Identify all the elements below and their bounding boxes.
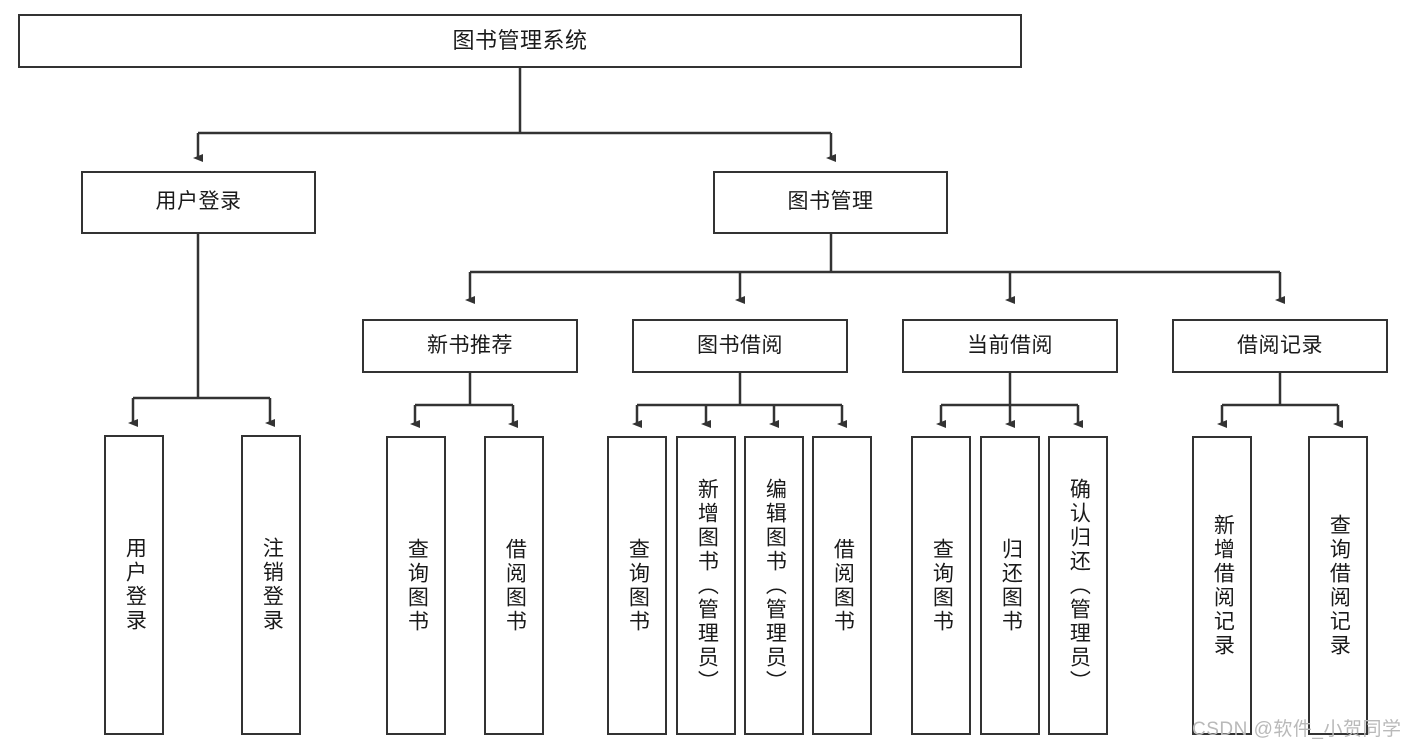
leaf-user-logout[interactable]: 注销登录 (241, 435, 301, 735)
node-current-borrow[interactable]: 当前借阅 (902, 319, 1118, 373)
node-label: 新书推荐 (427, 333, 513, 357)
leaf-add-book-admin[interactable]: 新增图书（管理员） (676, 436, 736, 735)
node-label: 查询图书 (626, 537, 650, 634)
node-label: 归还图书 (999, 537, 1023, 634)
leaf-confirm-return-admin[interactable]: 确认归还（管理员） (1048, 436, 1108, 735)
leaf-query-book-borrow[interactable]: 查询图书 (607, 436, 667, 735)
leaf-return-book[interactable]: 归还图书 (980, 436, 1040, 735)
node-label: 图书借阅 (697, 333, 783, 357)
leaf-query-book-current[interactable]: 查询图书 (911, 436, 971, 735)
node-label: 查询借阅记录 (1327, 513, 1351, 658)
node-label: 确认归还（管理员） (1067, 477, 1091, 694)
leaf-user-login[interactable]: 用户登录 (104, 435, 164, 735)
node-label: 借阅记录 (1237, 333, 1323, 357)
leaf-borrow-book-recommend[interactable]: 借阅图书 (484, 436, 544, 735)
node-book-borrow[interactable]: 图书借阅 (632, 319, 848, 373)
leaf-borrow-book[interactable]: 借阅图书 (812, 436, 872, 735)
node-book-management[interactable]: 图书管理 (713, 171, 948, 234)
node-label: 查询图书 (930, 537, 954, 634)
node-label: 图书管理 (787, 190, 874, 214)
node-label: 用户登录 (155, 190, 242, 214)
node-label: 用户登录 (123, 537, 147, 633)
node-borrow-records[interactable]: 借阅记录 (1172, 319, 1388, 373)
node-root-system[interactable]: 图书管理系统 (18, 14, 1022, 68)
node-new-book-recommend[interactable]: 新书推荐 (362, 319, 578, 373)
node-label: 新增图书（管理员） (695, 477, 719, 694)
node-label: 新增借阅记录 (1211, 513, 1235, 658)
leaf-query-book-recommend[interactable]: 查询图书 (386, 436, 446, 735)
node-label: 查询图书 (405, 537, 429, 634)
watermark-text: CSDN @软件_小贺同学 (1192, 719, 1402, 740)
leaf-edit-book-admin[interactable]: 编辑图书（管理员） (744, 436, 804, 735)
node-label: 当前借阅 (967, 333, 1053, 357)
node-user-login[interactable]: 用户登录 (81, 171, 316, 234)
node-label: 借阅图书 (831, 537, 855, 634)
node-label: 注销登录 (260, 537, 284, 633)
node-label: 图书管理系统 (452, 28, 588, 54)
node-label: 编辑图书（管理员） (763, 477, 787, 694)
node-label: 借阅图书 (503, 537, 527, 634)
leaf-add-borrow-record[interactable]: 新增借阅记录 (1192, 436, 1252, 735)
leaf-query-borrow-record[interactable]: 查询借阅记录 (1308, 436, 1368, 735)
